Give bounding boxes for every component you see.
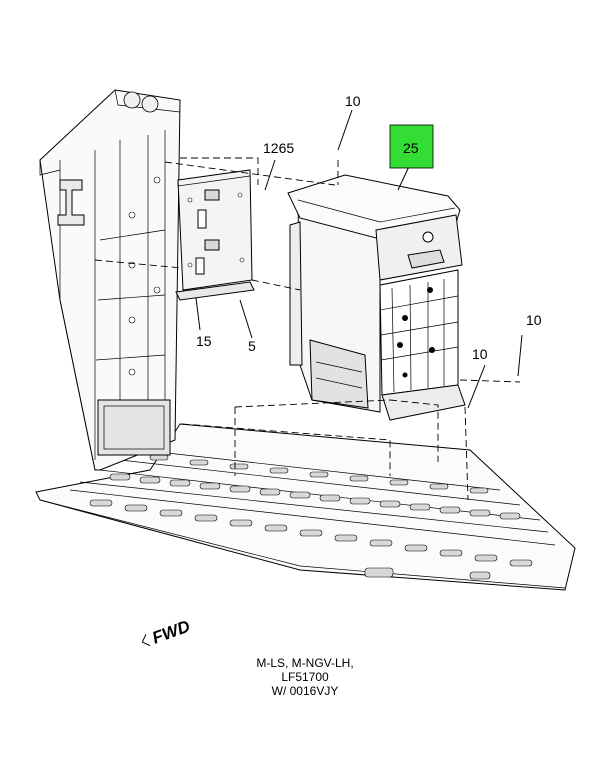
highlight-box-25 (389, 124, 434, 169)
fwd-arrow: FWD (141, 617, 193, 648)
caption-line-2: LF51700 (281, 670, 329, 684)
arrow-icon (141, 634, 151, 647)
dashed-leader-lines (94, 157, 521, 501)
callout-1265[interactable]: 1265 (263, 140, 294, 156)
fwd-label: FWD (150, 617, 193, 648)
callout-15[interactable]: 15 (196, 333, 212, 349)
caption-line-3: W/ 0016VJY (271, 684, 339, 698)
back-wall-frame (39, 89, 181, 471)
callout-5[interactable]: 5 (248, 338, 256, 354)
callout-10-top[interactable]: 10 (345, 93, 361, 109)
mounting-bracket (175, 169, 255, 301)
caption-line-1: M-LS, M-NGV-LH, (256, 656, 354, 670)
callout-25[interactable]: 25 (403, 140, 419, 156)
callout-10-mid[interactable]: 10 (472, 346, 488, 362)
callout-10-right[interactable]: 10 (526, 312, 542, 328)
caption: M-LS, M-NGV-LH, LF51700 W/ 0016VJY (205, 656, 405, 698)
floor-panel (35, 423, 576, 591)
cabinet-assembly (287, 174, 466, 421)
